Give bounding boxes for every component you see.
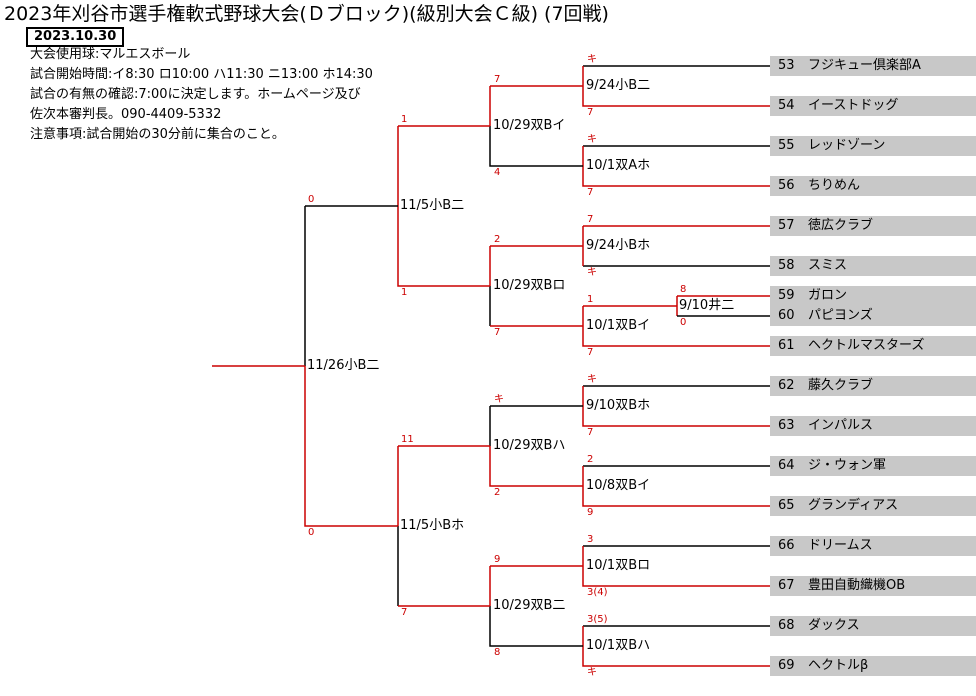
score-label: 9 xyxy=(587,507,594,518)
game-label: 11/5小Bホ xyxy=(400,518,465,533)
score-label: 11 xyxy=(401,434,414,445)
info-notes: 注意事項:試合開始の30分前に集合のこと。 xyxy=(30,127,285,142)
score-label: 7 xyxy=(587,427,594,438)
score-label: キ xyxy=(587,134,597,145)
score-label: 0 xyxy=(308,527,315,538)
score-label: 7 xyxy=(587,187,594,198)
score-label: キ xyxy=(587,54,597,65)
score-label: キ xyxy=(587,374,597,385)
score-label: キ xyxy=(494,394,504,405)
game-label: 10/29双Bイ xyxy=(493,118,566,133)
game-label: 10/1双Aホ xyxy=(586,158,651,173)
score-label: 1 xyxy=(587,294,594,305)
info-umpire: 佐次本審判長。090-4409-5332 xyxy=(30,107,222,122)
score-label: 7 xyxy=(401,607,408,618)
score-label: キ xyxy=(587,667,597,678)
game-label: 10/1双Bロ xyxy=(586,558,651,573)
info-confirmation: 試合の有無の確認:7:00に決定します。ホームページ及び xyxy=(30,87,361,102)
score-label: 0 xyxy=(680,317,687,328)
game-label: 10/8双Bイ xyxy=(586,478,651,493)
info-ball: 大会使用球:マルエスボール xyxy=(30,47,191,62)
game-label: 10/29双Bロ xyxy=(493,278,566,293)
game-label: 10/29双B二 xyxy=(493,598,566,613)
score-label: 7 xyxy=(494,74,501,85)
game-label: 9/10双Bホ xyxy=(586,398,651,413)
game-label: 11/26小B二 xyxy=(307,358,380,373)
score-label: 4 xyxy=(494,167,501,178)
score-label: 8 xyxy=(494,647,501,658)
score-label: 3(5) xyxy=(587,614,608,625)
score-label: 1 xyxy=(401,114,408,125)
score-label: 3(4) xyxy=(587,587,608,598)
game-label: 9/24小Bホ xyxy=(586,238,651,253)
game-label: 9/24小B二 xyxy=(586,78,651,93)
score-label: 8 xyxy=(680,284,687,295)
score-label: 1 xyxy=(401,287,408,298)
score-label: 2 xyxy=(494,487,501,498)
page-title: 2023年刈谷市選手権軟式野球大会(Ｄブロック)(級別大会Ｃ級) (7回戦) xyxy=(4,3,609,25)
game-label: 10/29双Bハ xyxy=(493,438,566,453)
score-label: キ xyxy=(587,267,597,278)
score-label: 7 xyxy=(494,327,501,338)
score-label: 7 xyxy=(587,214,594,225)
score-label: 9 xyxy=(494,554,501,565)
game-label: 10/1双Bイ xyxy=(586,318,651,333)
game-label: 10/1双Bハ xyxy=(586,638,651,653)
score-label: 7 xyxy=(587,347,594,358)
game-label: 11/5小B二 xyxy=(400,198,465,213)
info-start-time: 試合開始時間:イ8:30 ロ10:00 ハ11:30 ニ13:00 ホ14:30 xyxy=(30,67,373,82)
date-box: 2023.10.30 xyxy=(26,27,125,47)
game-label: 9/10井二 xyxy=(679,298,735,313)
score-label: 3 xyxy=(587,534,594,545)
score-label: 2 xyxy=(494,234,501,245)
score-label: 7 xyxy=(587,107,594,118)
score-label: 2 xyxy=(587,454,594,465)
score-label: 0 xyxy=(308,194,315,205)
